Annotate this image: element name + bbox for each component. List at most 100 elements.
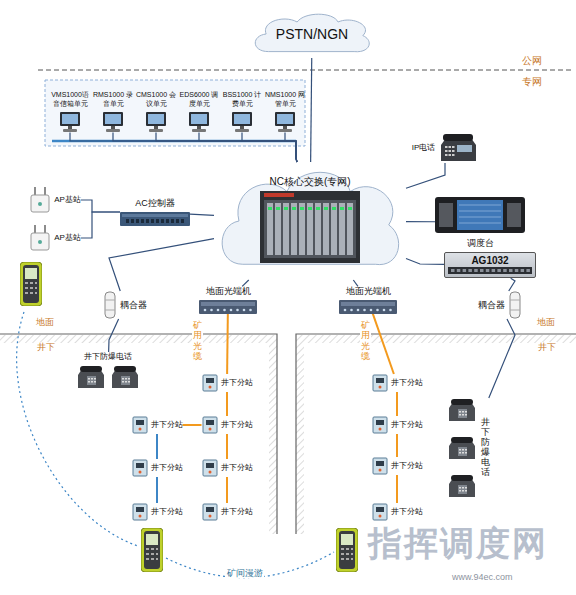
rect-shape	[191, 114, 207, 124]
ap-base-station: AP基站	[29, 225, 81, 251]
connector-line	[373, 314, 394, 374]
rect-shape	[373, 504, 387, 520]
rect-shape	[31, 195, 49, 212]
station-icon	[132, 503, 148, 521]
circle-shape	[389, 308, 392, 311]
ports-icon	[448, 267, 532, 274]
rect-shape	[308, 207, 312, 210]
connector-line	[156, 434, 158, 459]
annotation-label: 地面	[537, 317, 555, 327]
server-unit: VMS1000语 音信箱单元	[49, 91, 91, 132]
connector-line	[311, 58, 312, 162]
rect-shape	[133, 460, 147, 476]
connector-line	[396, 392, 398, 416]
rect-shape	[341, 302, 395, 306]
station-icon	[132, 416, 148, 434]
node-label: RMS1000 录音单元	[92, 91, 134, 107]
annotation-label: 地面	[36, 317, 54, 327]
rect-shape	[197, 126, 201, 129]
rect-shape	[435, 197, 525, 233]
circle-shape	[38, 240, 42, 244]
rect-shape	[203, 375, 217, 391]
rect-shape	[136, 219, 139, 223]
connector-line	[226, 314, 229, 374]
annotation-label: 井下	[36, 342, 56, 352]
node-label: CMS1000 会议单元	[135, 91, 177, 107]
node-label: NMS1000 网管单元	[264, 91, 306, 107]
g-shape	[449, 437, 475, 459]
rect-shape	[80, 366, 102, 372]
connector-line	[226, 434, 228, 459]
optical-icon	[339, 300, 397, 314]
rect-shape	[376, 420, 384, 425]
rect-shape	[275, 203, 281, 255]
console-icon	[435, 195, 525, 235]
rect-shape	[122, 214, 188, 217]
rect-shape	[206, 378, 214, 383]
circle-shape	[210, 308, 213, 311]
rect-shape	[515, 269, 519, 272]
rect-shape	[451, 437, 473, 443]
annotation-label: 公网	[522, 55, 542, 67]
node-label: 耦合器	[120, 300, 147, 310]
annotation-label: 矿间漫游	[226, 568, 264, 578]
node-label: 井下分站	[151, 507, 183, 516]
rect-shape	[340, 207, 344, 210]
rect-shape	[376, 378, 384, 383]
station-icon	[202, 416, 218, 434]
annotation-label: 矿用光缆	[192, 320, 203, 361]
rect-shape	[452, 154, 455, 156]
rect-shape	[510, 292, 520, 318]
circle-shape	[370, 308, 373, 311]
rect-shape	[176, 219, 179, 223]
node-label: VMS1000语 音信箱单元	[49, 91, 91, 107]
connector-line	[113, 133, 297, 162]
rect-shape	[114, 366, 136, 372]
node-label: 井下防爆电话	[481, 418, 490, 477]
node-label: AP基站	[54, 233, 81, 242]
rect-shape	[465, 452, 467, 454]
rect-shape	[465, 449, 467, 451]
rect-shape	[459, 490, 461, 492]
network-cloud: PSTN/NGN	[250, 10, 374, 58]
rect-shape	[331, 203, 337, 255]
annotation-label: 专网	[522, 76, 542, 88]
substation: 井下分站	[202, 416, 253, 434]
rect-shape	[240, 126, 244, 129]
connector-line	[406, 163, 445, 188]
rect-shape	[291, 203, 297, 255]
node-label: EDS6000 调度单元	[178, 91, 220, 107]
computer-icon	[57, 111, 83, 133]
rect-shape	[292, 207, 296, 210]
rect-shape	[492, 269, 496, 272]
rect-shape	[462, 449, 464, 451]
rect-shape	[63, 129, 77, 132]
rect-shape	[111, 126, 115, 129]
rect-shape	[154, 126, 158, 129]
node-label: 井下分站	[221, 420, 253, 429]
g-shape	[112, 366, 138, 388]
connector-line	[81, 212, 120, 238]
computer-icon	[186, 111, 212, 133]
station-icon	[372, 503, 388, 521]
node-label: 井下分站	[151, 420, 183, 429]
rect-shape	[91, 378, 93, 380]
rect-shape	[451, 269, 455, 272]
rect-shape	[87, 376, 96, 385]
path-shape	[441, 138, 476, 161]
substation: 井下分站	[372, 503, 423, 521]
connector-line	[396, 434, 398, 457]
rect-shape	[120, 212, 190, 226]
computer-icon	[100, 111, 126, 133]
rect-shape	[339, 203, 345, 255]
connector-line	[509, 278, 515, 291]
rect-shape	[133, 417, 147, 433]
circle-shape	[236, 308, 239, 311]
rect-shape	[463, 269, 467, 272]
station-icon	[372, 416, 388, 434]
rect-shape	[60, 112, 80, 126]
circle-shape	[208, 428, 211, 431]
connector-line	[406, 259, 444, 265]
